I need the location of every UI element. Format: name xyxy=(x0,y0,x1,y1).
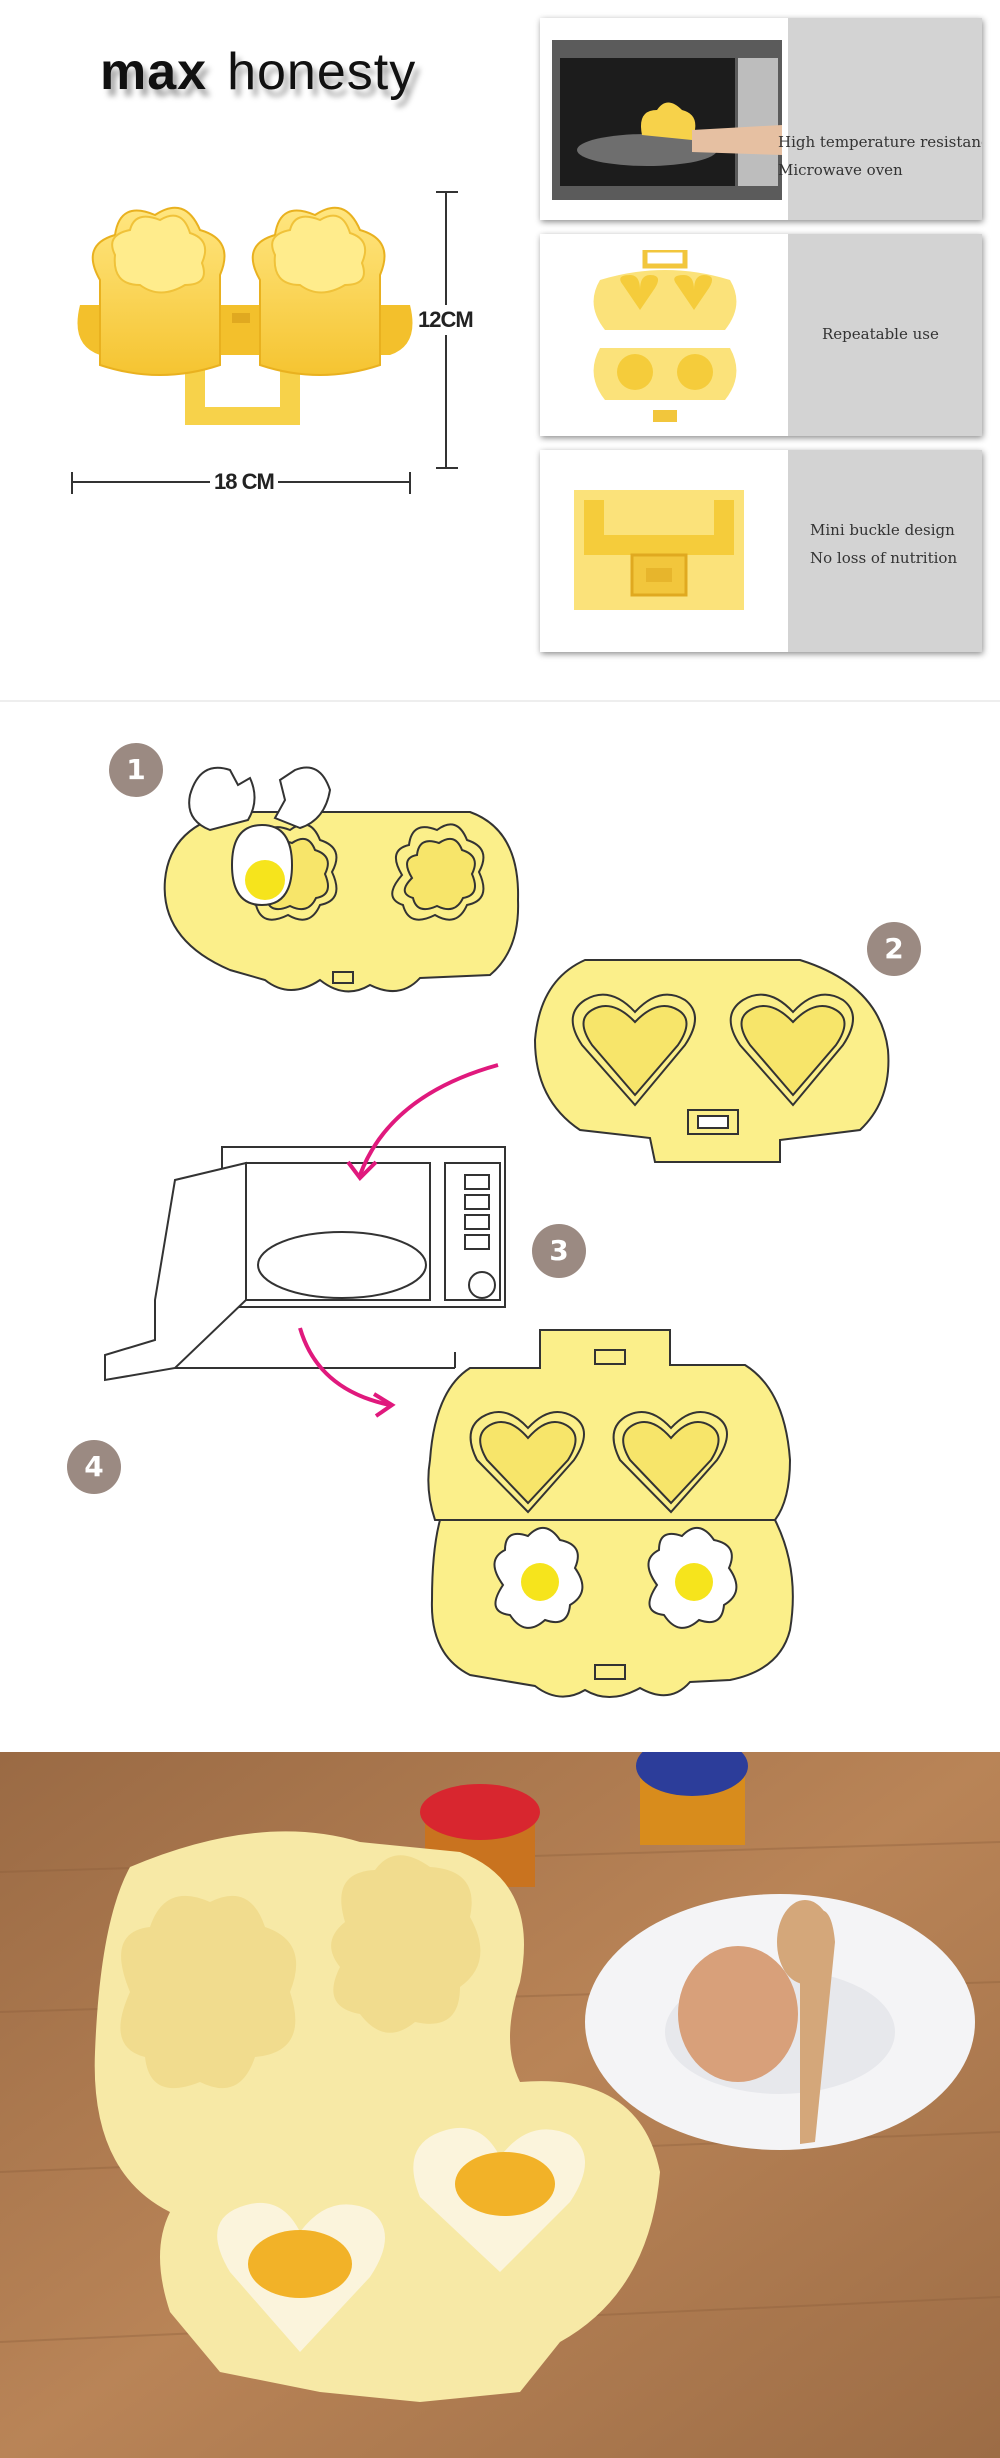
feature-text-2: Repeatable use xyxy=(822,320,939,348)
microwave-photo-icon xyxy=(552,40,782,200)
usage-steps-illustration xyxy=(104,766,890,1698)
feature-line: Mini buckle design xyxy=(810,521,955,539)
jam-jars xyxy=(420,1752,748,1887)
feature-line: Repeatable use xyxy=(822,325,939,343)
feature-text-1: High temperature resistance Microwave ov… xyxy=(778,128,982,184)
dimension-lines xyxy=(71,191,458,494)
buckle-closeup-photo-icon xyxy=(564,480,754,610)
brand-word-max: max xyxy=(100,43,208,101)
feature-text-panel xyxy=(788,18,982,220)
feature-card-microwave: High temperature resistance Microwave ov… xyxy=(540,18,982,220)
step-badge-3: 3 xyxy=(532,1224,586,1278)
egg-mold-top-view-icon xyxy=(593,250,737,422)
feature-line: High temperature resistance xyxy=(778,133,982,151)
product-photo xyxy=(77,206,413,425)
brand-title: max honesty xyxy=(100,42,416,102)
feature-line: No loss of nutrition xyxy=(810,549,958,567)
height-dimension-label: 12CM xyxy=(418,305,474,335)
step-badge-1: 1 xyxy=(109,743,163,797)
brand-word-honesty: honesty xyxy=(227,43,417,101)
step-badge-2: 2 xyxy=(867,922,921,976)
feature-card-buckle: Mini buckle design No loss of nutrition xyxy=(540,450,982,652)
feature-text-panel xyxy=(788,234,982,436)
product-in-use-photo xyxy=(0,1752,1000,2458)
width-dimension-label: 18 CM xyxy=(210,469,278,495)
feature-card-repeatable: Repeatable use xyxy=(540,234,982,436)
feature-text-3: Mini buckle design No loss of nutrition xyxy=(810,516,957,572)
feature-text-panel xyxy=(788,450,982,652)
feature-line: Microwave oven xyxy=(778,161,903,179)
step-badge-4: 4 xyxy=(67,1440,121,1494)
section-divider xyxy=(0,700,1000,702)
